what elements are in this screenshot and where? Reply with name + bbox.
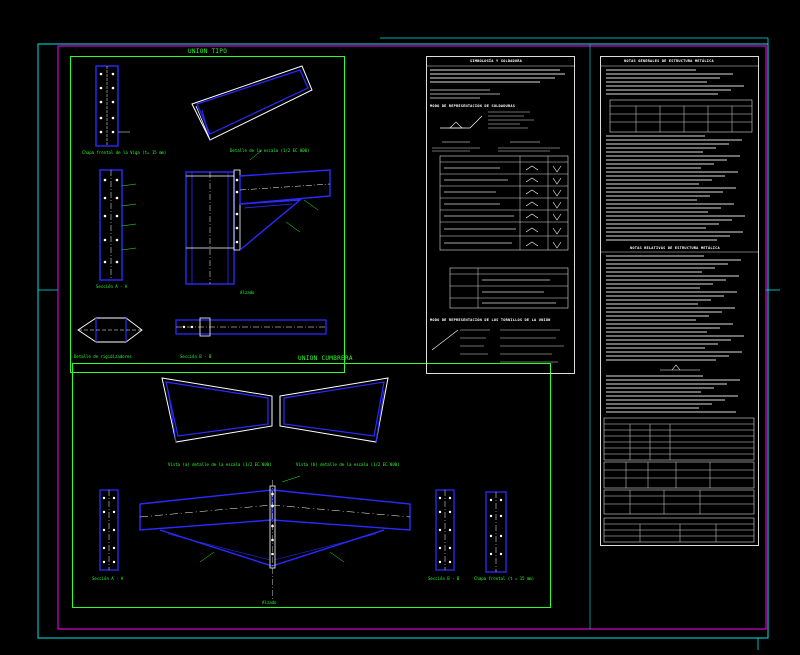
welding-heading: SIMBOLOGÍA Y SOLDADURA [470,59,522,63]
union-cumbrera-panel [72,363,551,608]
seccion-b2-label: Sección B - B [428,576,460,581]
welding-notes-panel [426,56,575,374]
seccion-a2-label: Sección A - A [92,576,124,581]
welding-mode-heading: MODO DE REPRESENTACIÓN DE SOLDADURAS [430,104,516,108]
chapa-frontal-label: Chapa frontal de la Viga (t= 15 mm) [82,150,167,155]
vista-1-label: Vista (a) detalle de la escala (1/2 EC 0… [168,462,272,467]
alzado-label-2: Alzado [262,600,277,605]
union-tipo-panel [70,56,345,373]
union-cumbrera-title: UNION CUMBRERA [298,355,353,362]
general-notes-panel [600,56,759,546]
chapa-frontal-2-label: Chapa frontal (t = 15 mm) [474,576,535,581]
seccion-a-label: Sección A - A [96,284,128,289]
relative-notes-heading: NOTAS RELATIVAS DE ESTRUCTURA METÁLICA [630,246,720,250]
seccion-b-label: Sección B - B [180,354,212,359]
vista-2-label: Vista (b) detalle de la escala (1/2 EC 0… [296,462,400,467]
detalle-label: Detalle de la escala (1/2 EC 000) [230,148,310,153]
general-notes-heading: NOTAS GENERALES DE ESTRUCTURA METÁLICA [624,59,714,63]
bolts-heading: MODO DE REPRESENTACIÓN DE LOS TORNILLOS … [430,318,551,322]
union-tipo-title: UNION TIPO [188,48,228,55]
detalle-rigid-label: Detalle de rigidizadores [74,354,132,359]
alzado-label-1: Alzado [240,290,255,295]
